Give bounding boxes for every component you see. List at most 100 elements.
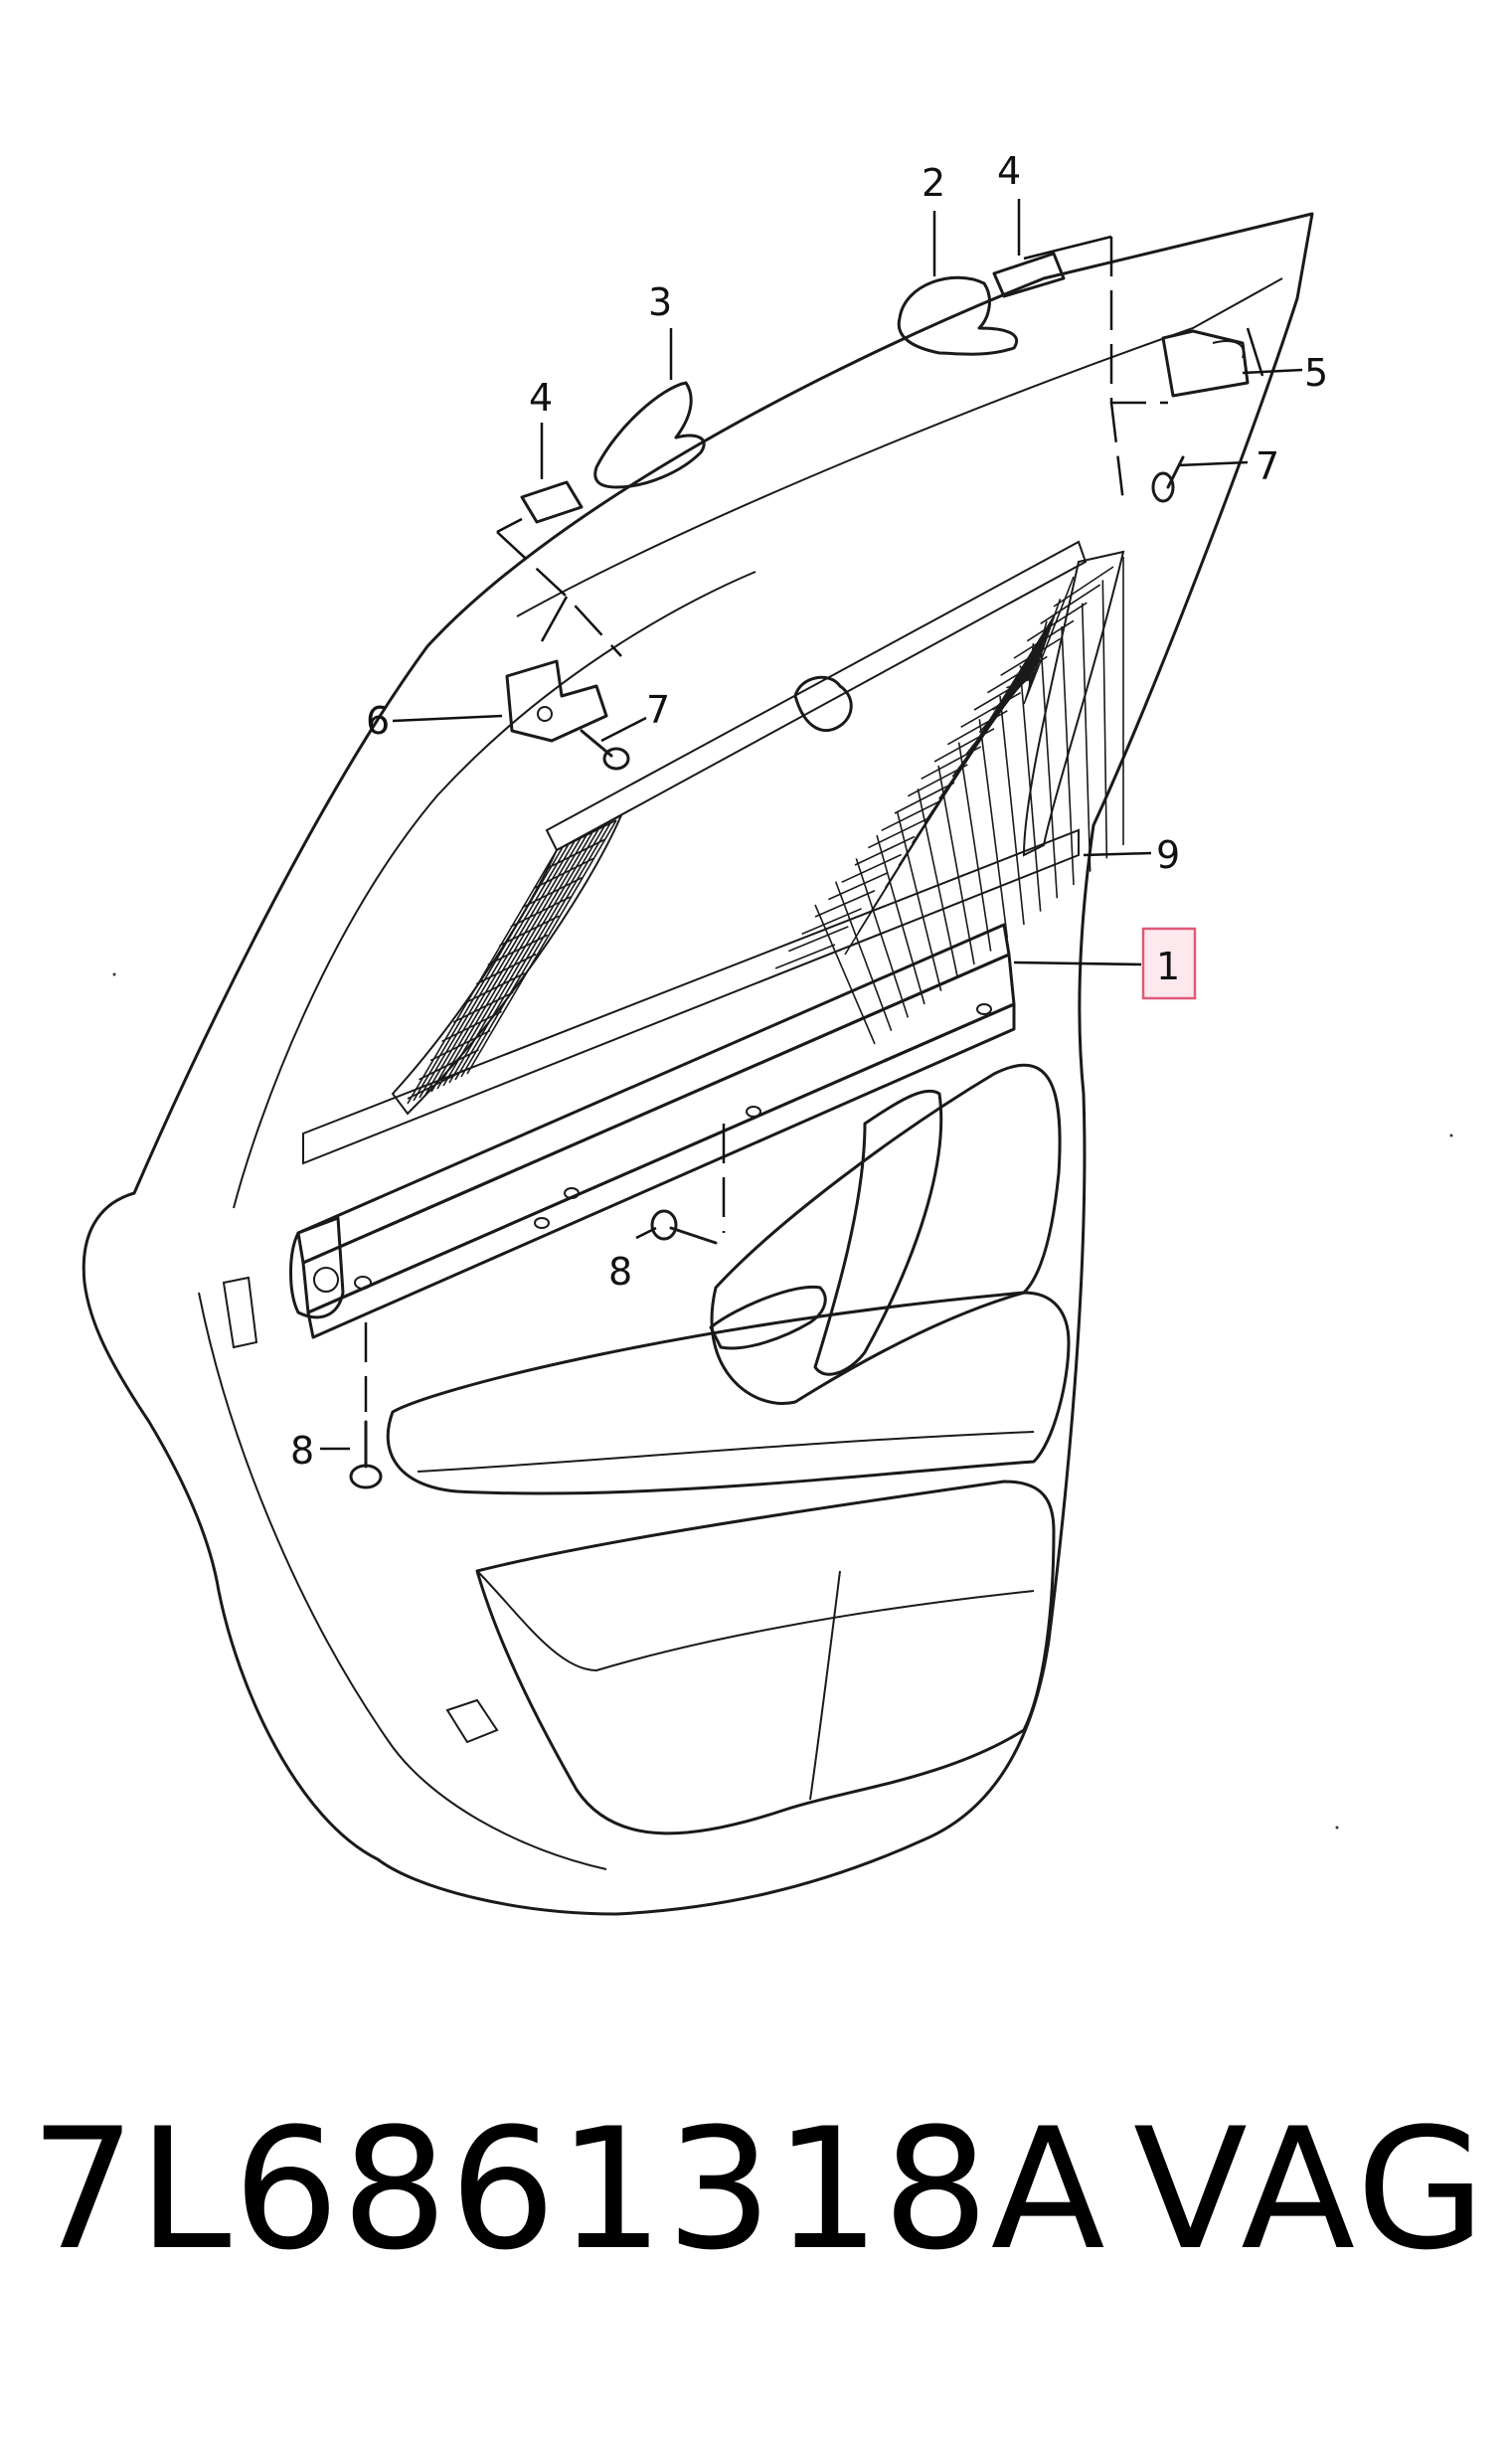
callout-7-left[interactable]: 7 — [600, 688, 670, 743]
net-frame — [302, 828, 1080, 1165]
mesh-strand — [854, 835, 916, 866]
mesh-strand — [448, 828, 599, 1084]
callout-9-label: 9 — [1156, 833, 1180, 877]
mesh-strand — [430, 837, 582, 1093]
callout-2[interactable]: 2 — [922, 161, 945, 276]
net-hook — [793, 675, 853, 732]
part-6-bracket — [505, 659, 608, 743]
mesh-strand — [407, 849, 558, 1105]
armrest-ledge — [417, 1431, 1035, 1473]
callout-8-mid[interactable]: 8 — [608, 1226, 657, 1294]
callout-4-left[interactable]: 4 — [529, 376, 553, 479]
part-number: 7L6861318A — [30, 2092, 1107, 2287]
mesh-strand — [965, 662, 1039, 756]
handle-recess — [710, 1063, 1062, 1405]
part-7-screw-left — [580, 729, 630, 771]
mesh-strand — [1019, 664, 1032, 684]
rail-hole-2 — [534, 1217, 550, 1229]
side-slot — [222, 1276, 258, 1349]
net-right-panel — [1022, 550, 1125, 857]
mesh-strand — [774, 944, 836, 969]
mesh-strand — [814, 904, 876, 1045]
mesh-strand — [957, 742, 992, 952]
mesh-strand — [999, 695, 1025, 926]
mesh-strand — [896, 811, 942, 991]
mesh-strand — [419, 843, 570, 1099]
mesh-strand — [441, 1010, 502, 1043]
mesh-strand — [436, 834, 588, 1090]
mesh-strand — [1101, 580, 1108, 859]
mesh-strand — [556, 819, 617, 851]
mesh-strand — [419, 1049, 479, 1081]
rail-hole-5 — [354, 1276, 372, 1290]
mesh-strand — [1028, 642, 1035, 689]
callout-8-low[interactable]: 8 — [290, 1429, 350, 1473]
mesh-strand — [460, 822, 611, 1078]
pull-handle — [813, 1089, 943, 1376]
part-4-clip-top — [992, 252, 1066, 298]
mesh-strand — [1026, 620, 1048, 694]
callout-6[interactable]: 6 — [366, 699, 503, 743]
mesh-strand — [413, 846, 564, 1102]
callout-3[interactable]: 3 — [648, 280, 673, 380]
part-8-screw-low — [349, 1420, 383, 1489]
rail-hole-3 — [746, 1106, 761, 1118]
rail-hole-1 — [564, 1187, 580, 1199]
part-7-screw-top — [1151, 455, 1185, 503]
callout-5[interactable]: 5 — [1242, 327, 1328, 395]
mesh-strand — [881, 799, 942, 832]
pocket-divider — [809, 1570, 841, 1801]
mesh-strand — [1040, 584, 1101, 625]
rail-hole-4 — [976, 1003, 992, 1015]
part-4-clip-left — [520, 480, 584, 524]
rail-end-hole — [313, 1267, 339, 1293]
part-5-bracket — [1161, 329, 1250, 398]
callout-5-label: 5 — [1304, 351, 1328, 395]
armrest — [386, 1291, 1071, 1495]
assembly-guides — [364, 235, 1168, 1412]
pocket-lip — [476, 1570, 1035, 1672]
mesh-strand — [533, 857, 594, 890]
mesh-strand — [867, 817, 928, 849]
part-8-screw-mid — [650, 1209, 718, 1245]
brand-label: VAG — [1133, 2092, 1490, 2287]
speck — [112, 972, 116, 976]
mesh-strand — [429, 1029, 491, 1062]
mesh-strand — [464, 972, 526, 1004]
switch-bezel — [709, 1285, 827, 1350]
mesh-strand — [452, 991, 514, 1023]
mesh-strand — [828, 871, 889, 901]
panel-inner-contour — [233, 571, 756, 1209]
mesh-strand — [522, 876, 583, 909]
speck — [1335, 1826, 1339, 1830]
mesh-strand — [1053, 566, 1114, 608]
mesh-strand — [801, 908, 862, 936]
mesh-strand — [466, 819, 617, 1075]
callout-1[interactable]: 1 — [1013, 927, 1197, 1000]
mesh-strand — [424, 840, 576, 1096]
callout-4-top[interactable]: 4 — [997, 149, 1021, 256]
callout-8-low-label: 8 — [290, 1429, 314, 1473]
callout-7-top[interactable]: 7 — [1177, 444, 1279, 488]
mesh-strand — [788, 926, 849, 953]
callout-6-label: 6 — [366, 699, 390, 743]
callout-7-left-label: 7 — [646, 688, 670, 732]
mesh-strand — [510, 896, 572, 928]
mesh-strand — [855, 858, 910, 1018]
net-mesh — [407, 557, 1124, 1105]
callout-7-top-label: 7 — [1256, 444, 1279, 488]
panel-upper-edge — [516, 277, 1283, 617]
callout-2-label: 2 — [922, 161, 945, 205]
mesh-strand — [978, 667, 1037, 733]
mesh-strand — [1025, 599, 1062, 700]
panel-body-contour — [198, 1292, 607, 1870]
mesh-strand — [1081, 603, 1092, 872]
rail-front — [301, 953, 1016, 1314]
mesh-strand — [978, 719, 1009, 939]
net-upper-bar — [545, 540, 1088, 852]
mesh-strand — [876, 834, 925, 1005]
callout-9[interactable]: 9 — [1083, 833, 1180, 877]
mesh-strand — [1040, 649, 1059, 899]
mesh-strand — [894, 782, 955, 814]
mesh-strand — [498, 915, 560, 947]
